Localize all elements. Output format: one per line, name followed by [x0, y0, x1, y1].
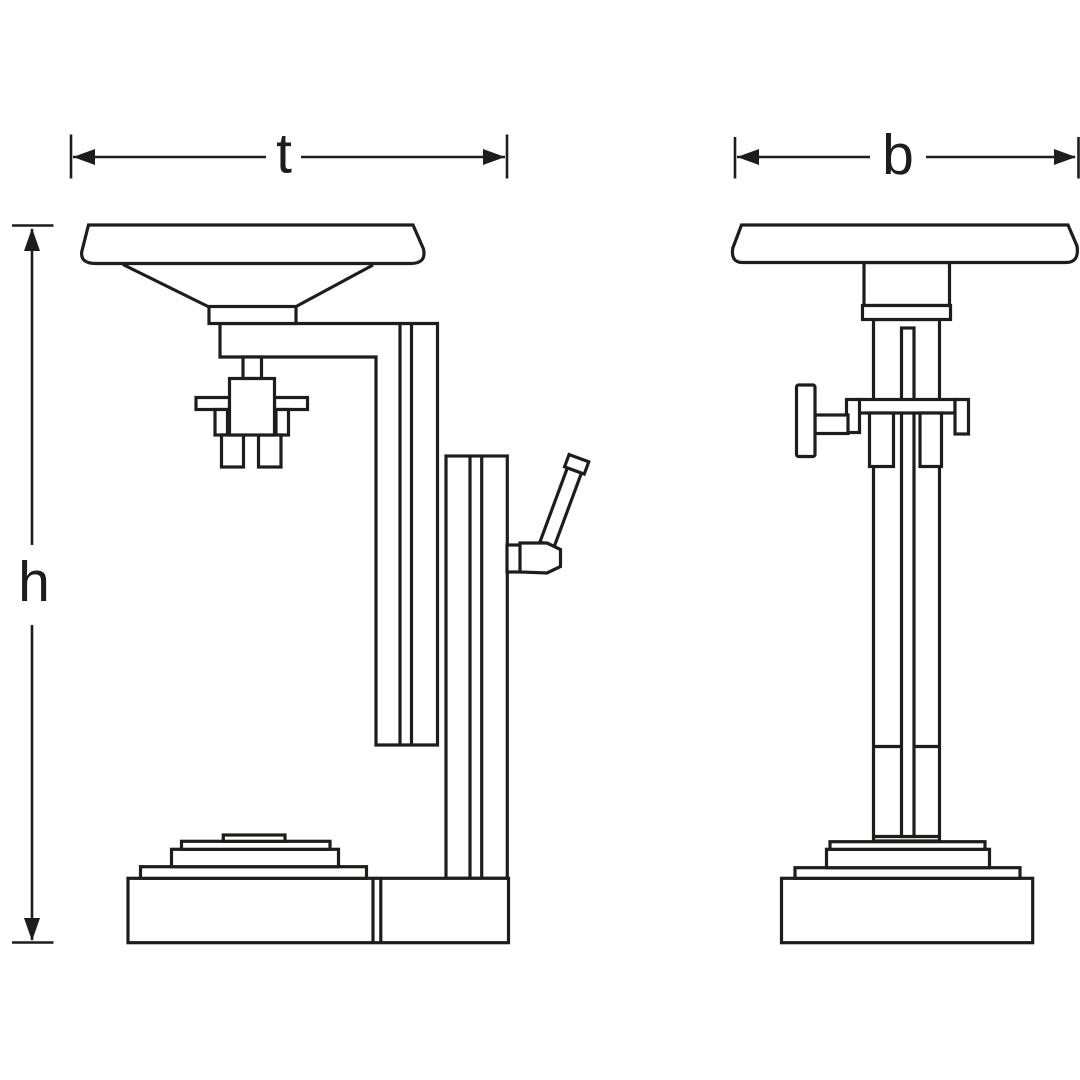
side-base-slab	[126, 876, 511, 945]
side-view	[80, 223, 591, 945]
side-table-top	[80, 223, 426, 266]
front-base-step-2	[824, 847, 992, 870]
front-table-top	[730, 223, 1079, 265]
side-table-neck	[207, 304, 298, 326]
front-table-flange	[860, 303, 953, 322]
dimension-t-arrow-left	[73, 149, 95, 165]
dimension-t-label: t	[276, 122, 292, 186]
dimension-t-arrow-right	[483, 149, 505, 165]
feed-bracket-bar	[856, 397, 957, 415]
dimension-h-label: h	[18, 550, 50, 614]
chuck	[194, 355, 310, 469]
chuck-post-right	[274, 407, 291, 437]
dimension-h-arrow-down	[24, 918, 40, 941]
front-view	[730, 223, 1079, 945]
dimension-h: h	[12, 224, 54, 944]
front-spindle-bar	[899, 326, 916, 839]
dimension-h-arrow-up	[24, 228, 40, 251]
dimension-b: b	[733, 123, 1080, 187]
front-guide-right	[918, 411, 944, 469]
feed-bracket-tab-right	[953, 397, 971, 436]
dimension-b-label: b	[882, 123, 914, 187]
side-base-step-2	[169, 847, 341, 869]
handwheel-shaft	[813, 413, 850, 436]
chuck-foot-right	[256, 433, 283, 469]
lever-hub	[518, 541, 563, 575]
front-guide-left	[867, 411, 896, 469]
lever-handle-cap	[562, 452, 591, 477]
front-table-neck	[862, 260, 952, 308]
chuck-body	[227, 376, 277, 437]
chuck-wing-right	[272, 395, 310, 412]
front-base-step-3	[828, 840, 987, 851]
chuck-post-left	[213, 407, 230, 437]
dimension-b-arrow-right	[1054, 149, 1076, 165]
chuck-spindle	[241, 355, 264, 381]
chuck-wing-left	[194, 395, 232, 412]
side-base-step-4	[221, 833, 287, 843]
front-base-slab	[779, 876, 1035, 945]
dimension-b-arrow-left	[737, 149, 759, 165]
side-funnel-right	[296, 263, 374, 308]
side-column	[218, 321, 440, 747]
side-base-step-1	[138, 865, 369, 880]
lever-handle-bar	[537, 465, 584, 550]
dimension-t: t	[69, 122, 509, 186]
side-slide-column	[444, 454, 509, 880]
handwheel	[794, 383, 817, 459]
chuck-foot-left	[219, 433, 246, 469]
clamp-lever	[537, 452, 591, 550]
side-funnel-left	[122, 263, 210, 309]
